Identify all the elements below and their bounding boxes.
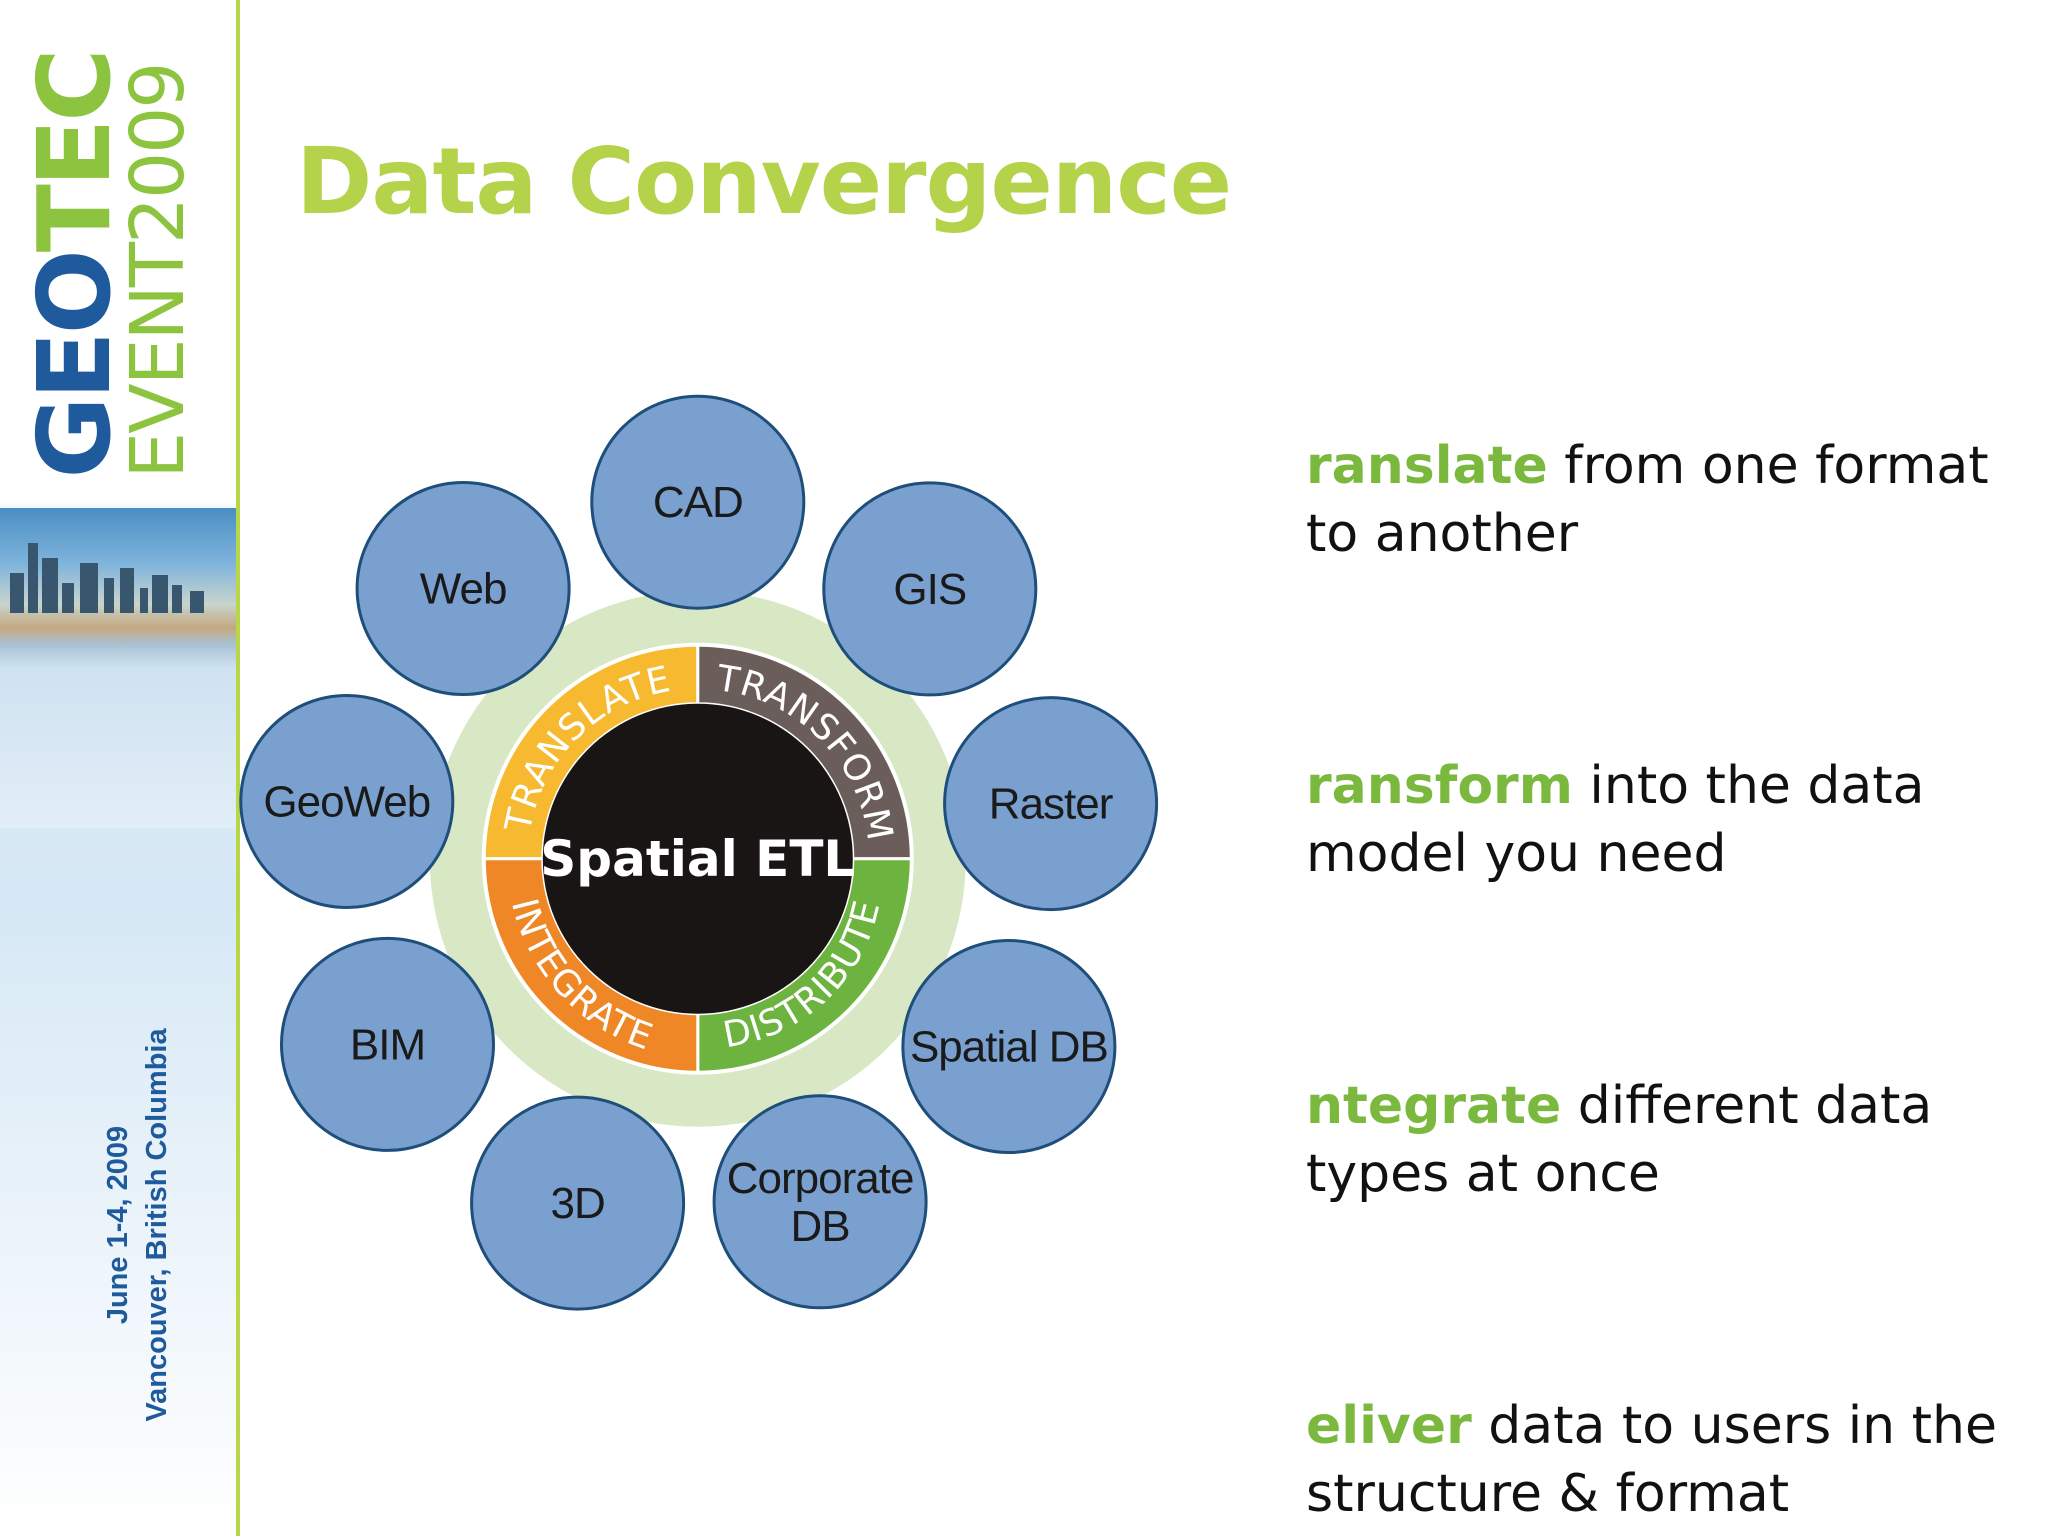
point-keyword: eliver [1306, 1396, 1472, 1456]
node-circle [239, 694, 455, 909]
node-label: GeoWeb [263, 778, 430, 827]
node-circle [590, 394, 806, 610]
node-3d: 3D [470, 1095, 686, 1311]
point-translate: ranslate from one format to another [1306, 432, 2026, 568]
node-gis: GIS [822, 481, 1038, 697]
node-label: DB [791, 1202, 850, 1251]
point-transform: ransform into the data model you need [1306, 752, 2026, 888]
sidebar-divider [236, 0, 240, 1536]
point-text: into the data model you need [1306, 756, 1925, 884]
ring-border [481, 642, 914, 1075]
node-circle [355, 481, 571, 696]
node-raster: Raster [943, 696, 1159, 912]
node-circle [901, 939, 1117, 1154]
node-label: Spatial DB [910, 1023, 1108, 1072]
node-geoweb: GeoWeb [239, 694, 455, 909]
point-text: from one format to another [1306, 436, 1989, 564]
node-label: Corporate [727, 1154, 914, 1203]
node-label: Web [420, 565, 507, 614]
node-circle [280, 936, 495, 1152]
event-banner: GEOTEC EVENT2009 June 1-4, 2009 Vancouve… [0, 0, 236, 1536]
node-cad: CAD [590, 394, 806, 610]
center-disc [542, 703, 853, 1014]
node-label: GIS [893, 565, 966, 614]
water-reflection [0, 668, 236, 828]
node-bim: BIM [280, 936, 495, 1152]
point-deliver: eliver data to users in the structure & … [1306, 1392, 2026, 1528]
center-label: Spatial ETL [540, 830, 855, 888]
node-web: Web [355, 481, 571, 696]
node-label: 3D [550, 1179, 604, 1228]
node-circle [712, 1094, 928, 1310]
point-text: data to users in the structure & format [1306, 1396, 1997, 1524]
point-keyword: ntegrate [1306, 1076, 1562, 1136]
node-spatial-db: Spatial DB [901, 939, 1117, 1154]
point-keyword: ranslate [1306, 436, 1548, 496]
node-circle [822, 481, 1038, 697]
node-label: Raster [989, 780, 1113, 829]
point-text: different data types at once [1306, 1076, 1933, 1204]
point-integrate: ntegrate different data types at once [1306, 1072, 2026, 1208]
node-circle [470, 1095, 686, 1311]
point-keyword: ransform [1306, 756, 1573, 816]
node-label: CAD [653, 478, 743, 527]
node-label: BIM [350, 1020, 425, 1069]
node-circle [943, 696, 1159, 912]
city-skyline-image [0, 508, 236, 668]
slide-title: Data Convergence [296, 128, 1232, 235]
